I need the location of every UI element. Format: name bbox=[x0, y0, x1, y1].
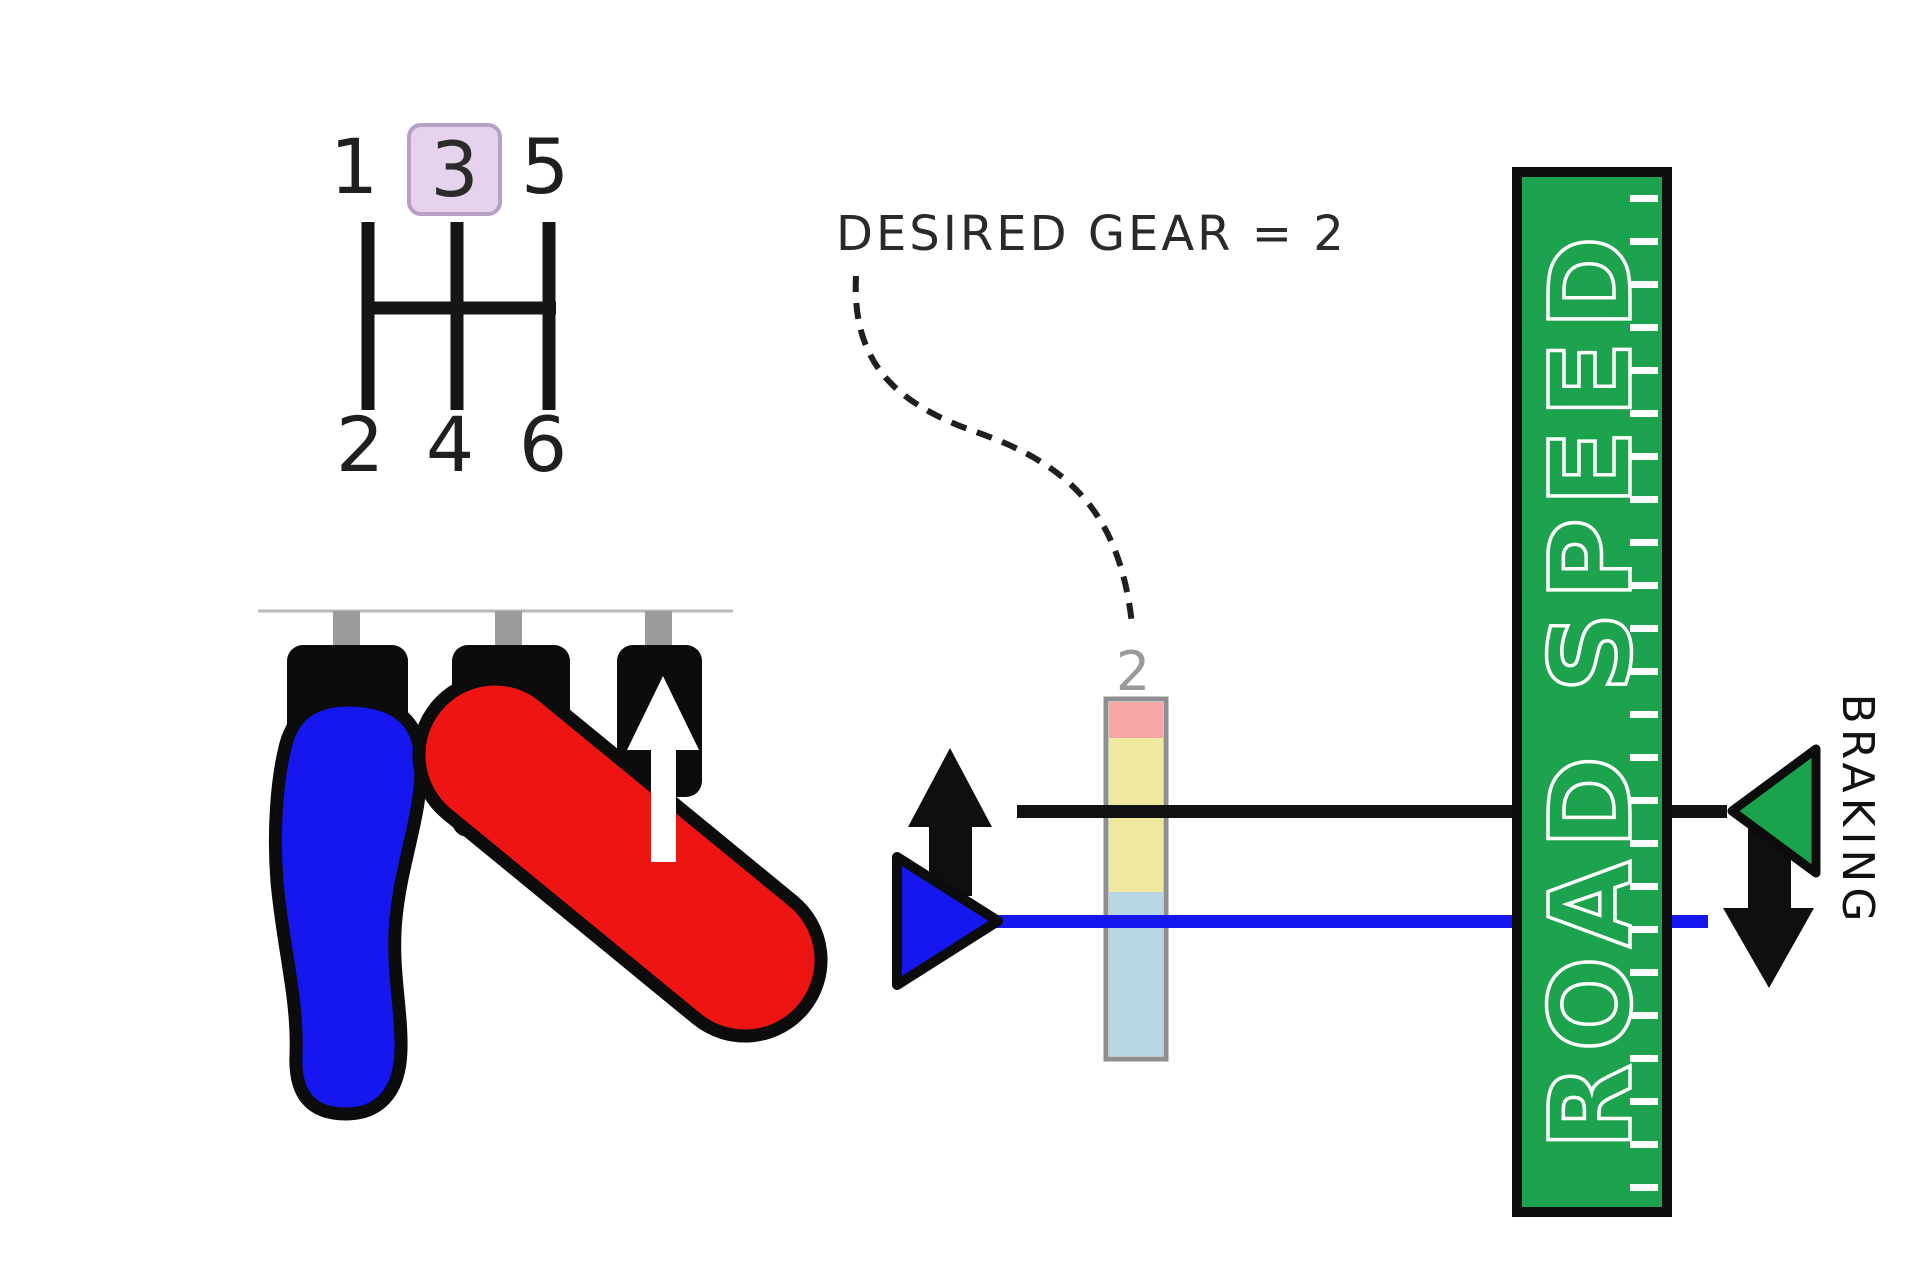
ruler-tick-mark bbox=[1630, 195, 1658, 202]
gear-label-5: 5 bbox=[520, 122, 570, 211]
ruler-tick-mark bbox=[1630, 797, 1658, 804]
gear-label-3: 3 bbox=[430, 124, 479, 214]
ruler-tick-mark bbox=[1630, 840, 1658, 847]
gauge-gear-number: 2 bbox=[1115, 640, 1151, 703]
ruler-tick-mark bbox=[1630, 324, 1658, 331]
ruler-tick-mark bbox=[1630, 281, 1658, 288]
speed-marker-triangle bbox=[1727, 744, 1821, 878]
ruler-tick-mark bbox=[1630, 754, 1658, 761]
road-speed-bar bbox=[1512, 167, 1672, 1217]
shifter-gate bbox=[361, 222, 556, 410]
ruler-tick-mark bbox=[1630, 883, 1658, 890]
ruler-tick-mark bbox=[1630, 238, 1658, 245]
ruler-tick-mark bbox=[1630, 1012, 1658, 1019]
road-speed-title: ROAD SPEED bbox=[1525, 222, 1659, 1151]
ruler-tick-mark bbox=[1630, 711, 1658, 718]
gear-label-6: 6 bbox=[518, 400, 568, 489]
ruler-tick-mark bbox=[1630, 926, 1658, 933]
desired-gear-label: DESIRED GEAR = 2 bbox=[836, 206, 1347, 262]
ruler-tick-mark bbox=[1630, 453, 1658, 460]
desired-gear-leader-curve bbox=[852, 275, 1135, 625]
ruler-tick-mark bbox=[1630, 539, 1658, 546]
ruler-tick-mark bbox=[1630, 496, 1658, 503]
road-speed-bar-body bbox=[1512, 167, 1672, 1217]
right-foot-heel-toe bbox=[412, 672, 828, 1043]
ruler-tick-mark bbox=[1630, 625, 1658, 632]
gauge-segment-pink bbox=[1109, 702, 1163, 738]
pedal-stem-clutch bbox=[333, 611, 360, 649]
left-foot-on-clutch bbox=[268, 693, 428, 1121]
ruler-tick-mark bbox=[1630, 969, 1658, 976]
ruler-tick-mark bbox=[1630, 582, 1658, 589]
gear-highlight-box: 3 bbox=[407, 123, 502, 216]
ruler-tick-mark bbox=[1630, 1098, 1658, 1105]
ruler-tick-mark bbox=[1630, 410, 1658, 417]
throttle-blip-up-arrow bbox=[627, 676, 699, 862]
rev-up-arrow bbox=[908, 748, 992, 896]
gear-label-1: 1 bbox=[329, 122, 379, 211]
ruler-tick-mark bbox=[1630, 367, 1658, 374]
ruler-tick-mark bbox=[1630, 1184, 1658, 1191]
pedal-assembly bbox=[258, 609, 828, 1121]
gear-label-4: 4 bbox=[425, 400, 475, 489]
road-speed-ticks bbox=[1630, 195, 1658, 1191]
pedal-stem-brake bbox=[495, 611, 522, 649]
ruler-tick-mark bbox=[1630, 1141, 1658, 1148]
braking-title: BRAKING bbox=[1832, 693, 1884, 927]
ruler-tick-mark bbox=[1630, 1055, 1658, 1062]
braking-down-arrow bbox=[1723, 812, 1814, 988]
ruler-tick-mark bbox=[1630, 668, 1658, 675]
gear-gauge bbox=[1103, 696, 1169, 1062]
road-speed-pointer bbox=[892, 852, 1003, 990]
gear-label-2: 2 bbox=[335, 400, 385, 489]
pedal-stem-throttle bbox=[645, 611, 672, 649]
